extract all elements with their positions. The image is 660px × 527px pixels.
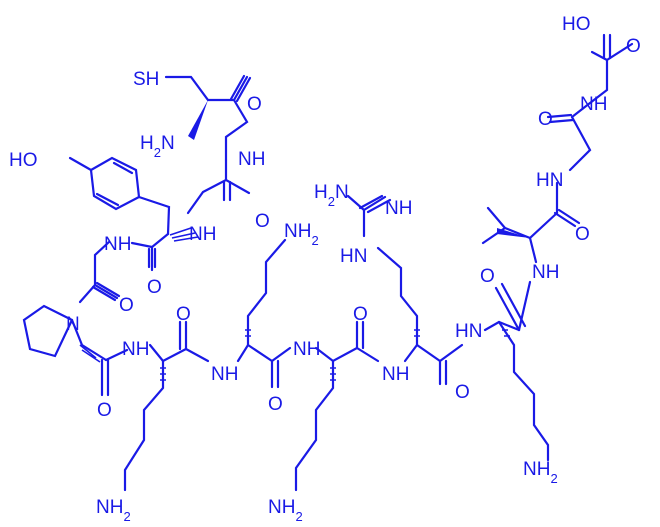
lys1-amine-label: NH2 bbox=[96, 497, 131, 524]
tyr-nh-label: NH bbox=[104, 234, 131, 255]
gly1-nh-label: NH bbox=[238, 149, 265, 170]
lys4-hn-label: HN bbox=[455, 321, 482, 342]
lys2-amine-label: NH2 bbox=[284, 221, 319, 248]
gly3-hn-label: HN bbox=[536, 170, 563, 191]
cys-amine-label: H2N bbox=[140, 133, 175, 160]
gly2-nh-label: NH bbox=[189, 224, 216, 245]
val-carbonyl-o-label: O bbox=[575, 224, 590, 245]
lys4-amine-label: NH2 bbox=[523, 459, 558, 486]
acid-carbonyl-o-label: O bbox=[626, 36, 641, 57]
pro-n-label: N bbox=[66, 314, 80, 335]
lys1-carbonyl-o-label: O bbox=[176, 304, 191, 325]
bond-lines bbox=[22, 33, 634, 492]
acid-hydroxyl-label: HO bbox=[562, 14, 591, 35]
gly2-carbonyl-o-label: O bbox=[119, 295, 134, 316]
arg-nh-label: NH bbox=[382, 364, 409, 385]
val-nh-label: NH bbox=[532, 262, 559, 283]
tyr-hydroxyl-label: HO bbox=[9, 150, 38, 171]
tyr-carbonyl-o-label: O bbox=[147, 277, 162, 298]
gly4-nh-label: NH bbox=[580, 94, 607, 115]
arg-carbonyl-o-label: O bbox=[455, 382, 470, 403]
lys4-carbonyl-o-label: O bbox=[480, 266, 495, 287]
cys-carbonyl-o-label: O bbox=[247, 94, 262, 115]
arg-imine-label: NH bbox=[385, 198, 412, 219]
stereo-wedges bbox=[79, 100, 530, 381]
arg-amine-label: H2N bbox=[314, 182, 349, 209]
lys2-nh-label: NH bbox=[211, 364, 238, 385]
arg-guanidine-hn-label: HN bbox=[340, 246, 367, 267]
lys3-amine-label: NH2 bbox=[268, 497, 303, 524]
lys2-carbonyl-o-label: O bbox=[268, 394, 283, 415]
gly1-carbonyl-o-label: O bbox=[255, 211, 270, 232]
thiol-label: SH bbox=[133, 69, 159, 90]
gly3-carbonyl-o-label: O bbox=[538, 109, 553, 130]
pro-carbonyl-o-label: O bbox=[97, 400, 112, 421]
lys3-carbonyl-o-label: O bbox=[353, 304, 368, 325]
atom-labels: SH H2N O NH O HO NH O NH O N O NH NH2 O … bbox=[9, 14, 641, 524]
lys3-nh-label: NH bbox=[293, 339, 320, 360]
lys1-nh-label: NH bbox=[122, 339, 149, 360]
